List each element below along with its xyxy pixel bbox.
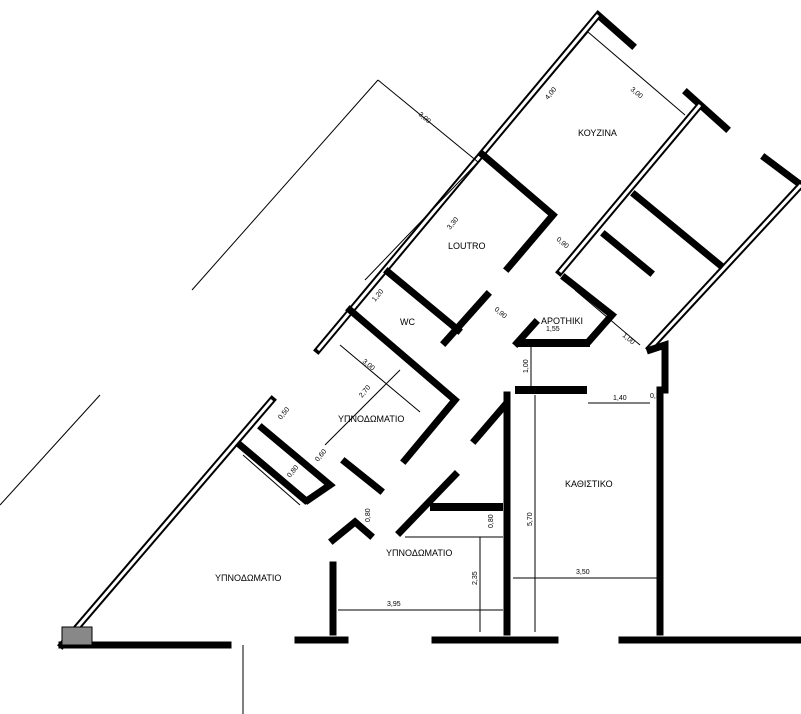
room-label-bath: LOUTRO [448, 241, 486, 251]
room-label-storage: APOTHIKI [541, 316, 583, 326]
dim-label: 1,20 [371, 288, 385, 303]
room-label-bedroom-2: ΥΠΝΟΔΩΜΑΤΙΟ [386, 548, 452, 558]
dim-label: 3,00 [361, 358, 376, 372]
room-label-bedroom-1: ΥΠΝΟΔΩΜΑΤΙΟ [338, 414, 404, 424]
room-label-kitchen: ΚΟΥΖΙΝΑ [578, 128, 617, 138]
room-labels: ΚΟΥΖΙΝΑ LOUTRO WC APOTHIKI ΥΠΝΟΔΩΜΑΤΙΟ Υ… [215, 128, 617, 583]
room-label-living: ΚΑΘΙΣΤΙΚΟ [565, 479, 613, 489]
dim-label: 0,90 [493, 306, 508, 320]
dim-label: 3,95 [387, 601, 401, 608]
room-label-bedroom-3: ΥΠΝΟΔΩΜΑΤΙΟ [215, 573, 281, 583]
dim-label: 3,00 [629, 86, 644, 100]
room-label-wc: WC [400, 317, 415, 327]
dim-label: 4,00 [544, 86, 558, 101]
dim-label: 0,80 [286, 464, 300, 479]
dim-label: 3,50 [576, 569, 590, 576]
dim-label: 1,40 [613, 395, 627, 402]
dim-label: 0,80 [365, 508, 372, 522]
dim-label: 3,00 [417, 111, 432, 125]
dim-label: 5,70 [527, 512, 534, 526]
dim-label: 0,32 [650, 393, 664, 400]
dim-label: 3,30 [446, 216, 460, 231]
dim-label: 1,00 [523, 359, 530, 373]
dim-label: 1,00 [621, 332, 636, 346]
dim-label: 0,80 [488, 514, 495, 528]
dim-label: 2,70 [358, 384, 372, 399]
walls [57, 9, 801, 650]
dim-label: 0,90 [555, 236, 570, 250]
dim-label: 0,60 [314, 448, 328, 463]
dim-label: 0,50 [277, 406, 291, 421]
dim-label: 1,55 [546, 326, 560, 333]
dimension-lines [0, 31, 686, 714]
dim-label: 2,35 [472, 571, 479, 585]
